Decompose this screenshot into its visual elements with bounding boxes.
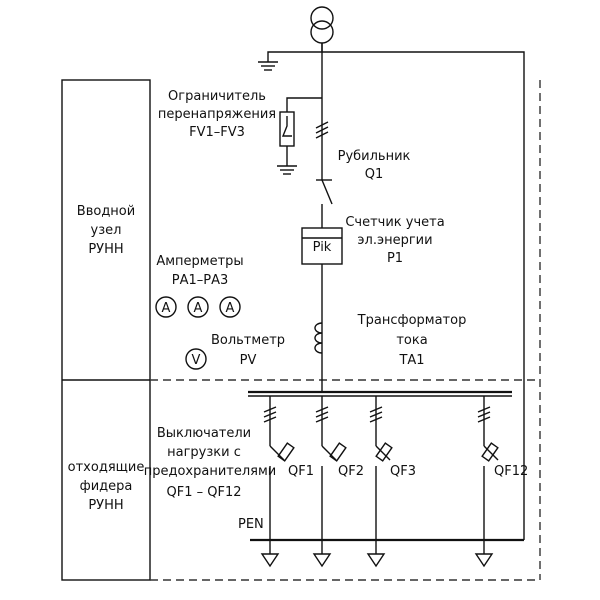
top-section-label: Вводной узел РУНН — [77, 204, 135, 257]
ammeters-line-2: РА1–РА3 — [172, 273, 229, 288]
pen-label: PEN — [238, 517, 264, 532]
load-switches-line-3: предохранителями — [144, 464, 277, 479]
ammeter-icons: A A A — [155, 296, 241, 318]
ammeter-pa2-icon — [187, 296, 209, 318]
ground-icon — [277, 165, 297, 175]
switch-q1-line-1: Рубильник — [338, 149, 411, 164]
surge-limiter-line-1: Ограничитель — [168, 89, 266, 104]
switch-blade-icon — [321, 179, 333, 205]
voltmeter: V Вольтметр PV — [185, 333, 285, 370]
triple-phase-marker-icon — [315, 121, 329, 139]
surge-limiter-line-2: перенапряжения — [158, 107, 276, 122]
current-transformer-line-1: Трансформатор — [357, 313, 467, 328]
current-transformer-label: Трансформатор тока ТА1 — [357, 313, 467, 368]
feeder-qf1-label: QF1 — [288, 464, 314, 479]
surge-limiter-line-3: FV1–FV3 — [189, 125, 245, 140]
meter-p1-line-1: Счетчик учета — [345, 215, 444, 230]
ammeters-label: Амперметры РА1–РА3 — [156, 254, 243, 288]
feeder-qf1 — [260, 396, 295, 568]
ammeter-pa3-icon — [219, 296, 241, 318]
current-transformer-icon — [314, 318, 323, 356]
feeder-qf3-label: QF3 — [390, 464, 416, 479]
voltmeter-line-2: PV — [240, 353, 257, 368]
feeder-qf2-label: QF2 — [338, 464, 364, 479]
surge-arrester-icon — [279, 111, 295, 147]
current-transformer-line-3: ТА1 — [398, 353, 424, 368]
ammeter-pa3-symbol: A — [226, 301, 235, 316]
voltmeter-symbol: V — [192, 353, 201, 368]
pe-conductor-line — [322, 51, 525, 540]
switch-q1-label: Рубильник Q1 — [338, 149, 411, 182]
voltmeter-line-1: Вольтметр — [211, 333, 285, 348]
bottom-section-line-3: РУНН — [88, 498, 123, 513]
transformer-ground-lead — [267, 43, 323, 62]
meter-p1-line-2: эл.энергии — [357, 233, 432, 248]
meter-p1-line-3: P1 — [387, 251, 403, 266]
current-transformer-line-2: тока — [396, 333, 427, 348]
top-section-line-2: узел — [91, 223, 122, 238]
top-section-line-3: РУНН — [88, 242, 123, 257]
ammeter-pa1-symbol: A — [162, 301, 171, 316]
ammeter-pa1-icon — [155, 296, 177, 318]
energy-meter-box-label: Pik — [313, 240, 332, 255]
ground-icon — [258, 61, 278, 71]
top-section-line-1: Вводной — [77, 204, 135, 219]
ammeter-pa2-symbol: A — [194, 301, 203, 316]
switch-q1-line-2: Q1 — [365, 167, 384, 182]
bottom-section-label: отходящие фидера РУНН — [68, 460, 145, 513]
meter-p1-label: Счетчик учета эл.энергии P1 — [345, 215, 444, 266]
ammeters-line-1: Амперметры — [156, 254, 243, 269]
load-switches-line-4: QF1 – QF12 — [167, 485, 242, 500]
surge-arrester-branch — [286, 97, 322, 112]
load-switches-line-2: нагрузки с — [167, 445, 241, 460]
voltmeter-icon — [185, 348, 207, 370]
left-panel-frame — [61, 79, 151, 581]
feeder-qf12-label: QF12 — [494, 464, 528, 479]
bottom-section-line-2: фидера — [80, 479, 133, 494]
load-switches-line-1: Выключатели — [157, 426, 251, 441]
transformer-icon — [310, 6, 334, 44]
surge-limiter-label: Ограничитель перенапряжения FV1–FV3 — [158, 89, 276, 140]
load-switches-label: Выключатели нагрузки с предохранителями … — [144, 426, 277, 500]
bottom-section-line-1: отходящие — [68, 460, 145, 475]
